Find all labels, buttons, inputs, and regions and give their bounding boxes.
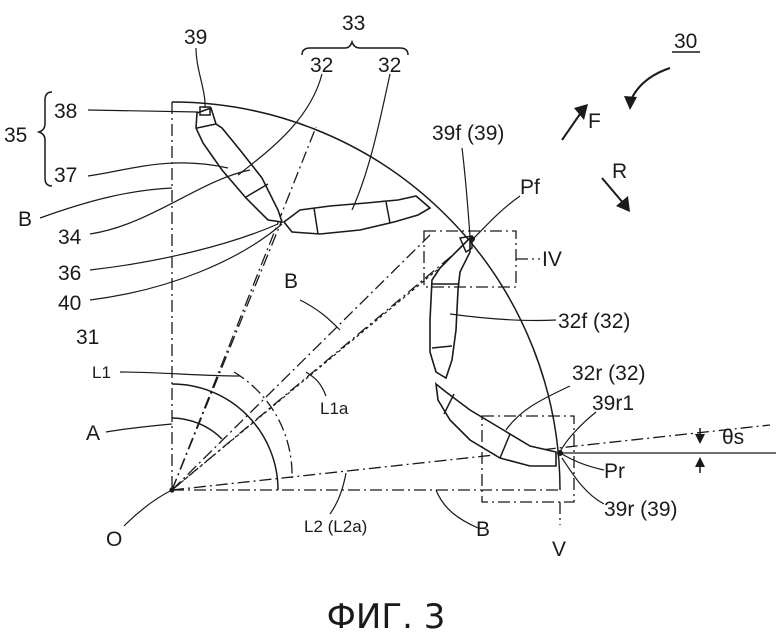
label-40: 40 xyxy=(58,292,81,315)
label-36: 36 xyxy=(58,262,81,285)
label-30: 30 xyxy=(674,30,697,53)
label-39r: 39r (39) xyxy=(604,498,678,521)
label-F: F xyxy=(588,110,601,133)
theta-arrowhead-up xyxy=(695,457,705,467)
label-B-middle: B xyxy=(284,270,298,293)
label-A: A xyxy=(86,422,100,445)
line-L1 xyxy=(172,239,472,490)
label-33: 33 xyxy=(342,12,365,35)
lead-40 xyxy=(90,224,282,300)
lead-Pf xyxy=(474,196,520,238)
figure-caption: ФИГ. 3 xyxy=(327,597,446,637)
lead-B3 xyxy=(436,490,478,528)
direction-arrows xyxy=(562,52,700,212)
label-39: 39 xyxy=(184,26,207,49)
label-R: R xyxy=(612,160,627,183)
lead-32f xyxy=(450,314,556,321)
point-Pf xyxy=(469,236,475,242)
label-39r1: 39r1 xyxy=(592,392,634,415)
lead-L1 xyxy=(120,372,240,376)
lead-32a xyxy=(238,74,322,175)
label-32r: 32r (32) xyxy=(572,362,646,385)
label-B-left: B xyxy=(18,208,32,231)
lead-32b xyxy=(352,74,390,210)
lead-O xyxy=(124,490,172,526)
lead-39f xyxy=(462,148,470,236)
label-Pf: Pf xyxy=(520,176,540,199)
labels: 30 33 32 32 39 38 35 37 B 34 36 40 31 L1… xyxy=(4,12,744,637)
lead-32r xyxy=(506,386,570,430)
label-V: V xyxy=(552,538,566,561)
line-L1a xyxy=(172,246,466,490)
arrow-F-shaft xyxy=(562,114,580,140)
label-B-bottom: B xyxy=(476,518,490,541)
blade-upper-middle xyxy=(284,196,430,234)
label-32-right: 32 xyxy=(378,54,401,77)
label-Pr: Pr xyxy=(604,460,625,483)
blade-32r xyxy=(436,384,556,466)
lead-38 xyxy=(88,110,198,112)
lead-37 xyxy=(88,163,228,176)
lead-39 xyxy=(196,48,205,108)
brace-35 xyxy=(39,92,52,186)
radial-line-B xyxy=(172,235,430,490)
lead-39r1 xyxy=(560,412,596,452)
angle-arc-L1 xyxy=(234,372,292,478)
arrow-F-head xyxy=(574,104,588,120)
label-O: O xyxy=(106,528,122,551)
label-L1a: L1a xyxy=(320,399,349,418)
lead-A xyxy=(106,424,172,432)
label-L2: L2 (L2a) xyxy=(304,517,367,536)
lead-39r xyxy=(562,458,604,504)
label-IV: IV xyxy=(542,248,562,271)
label-34: 34 xyxy=(58,226,82,249)
label-32-left: 32 xyxy=(310,54,333,77)
arrow-30-head xyxy=(624,96,637,110)
label-37: 37 xyxy=(54,164,77,187)
lead-L2 xyxy=(330,473,346,514)
arrow-30-curve xyxy=(630,68,670,102)
radial-line-mid xyxy=(172,220,282,490)
lead-B2 xyxy=(300,300,340,330)
label-32f: 32f (32) xyxy=(558,310,630,333)
label-theta-s: θs xyxy=(722,426,744,449)
theta-arrowhead-down xyxy=(695,434,705,444)
label-35: 35 xyxy=(4,124,27,147)
label-38: 38 xyxy=(54,100,77,123)
label-31: 31 xyxy=(76,326,99,349)
label-39f: 39f (39) xyxy=(432,122,504,145)
label-L1: L1 xyxy=(92,363,111,382)
blade-32f xyxy=(430,238,470,378)
lead-34 xyxy=(90,170,250,234)
